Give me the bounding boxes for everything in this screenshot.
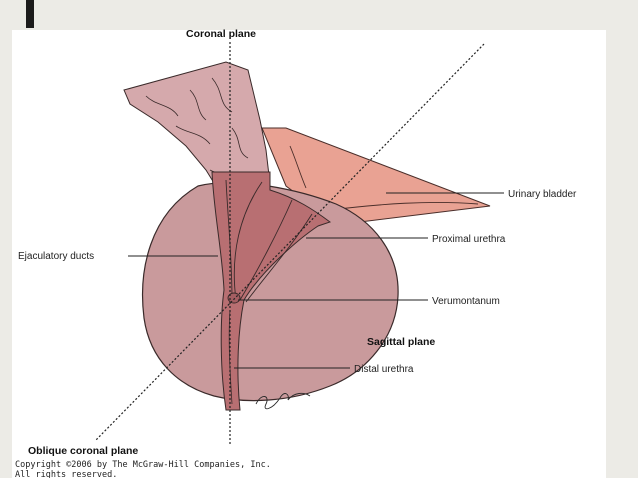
label-coronal-plane: Coronal plane (186, 28, 256, 40)
label-distal-urethra: Distal urethra (354, 364, 414, 375)
copyright-line-1: Copyright ©2006 by The McGraw-Hill Compa… (15, 460, 271, 470)
label-sagittal-plane: Sagittal plane (367, 336, 435, 348)
label-urinary-bladder: Urinary bladder (508, 189, 577, 200)
label-verumontanum: Verumontanum (432, 296, 500, 307)
label-oblique-coronal-plane: Oblique coronal plane (28, 445, 138, 457)
seminal-vesicle (123, 61, 271, 197)
artist-signature (255, 392, 311, 410)
prostate-gland (141, 182, 399, 402)
copyright-line-2: All rights reserved. (15, 470, 117, 478)
urethra-channel (211, 171, 332, 411)
slide-edge-bar (26, 0, 34, 28)
oblique-coronal-plane-line (95, 43, 485, 441)
label-ejaculatory-ducts: Ejaculatory ducts (18, 251, 94, 262)
label-proximal-urethra: Proximal urethra (432, 234, 506, 245)
